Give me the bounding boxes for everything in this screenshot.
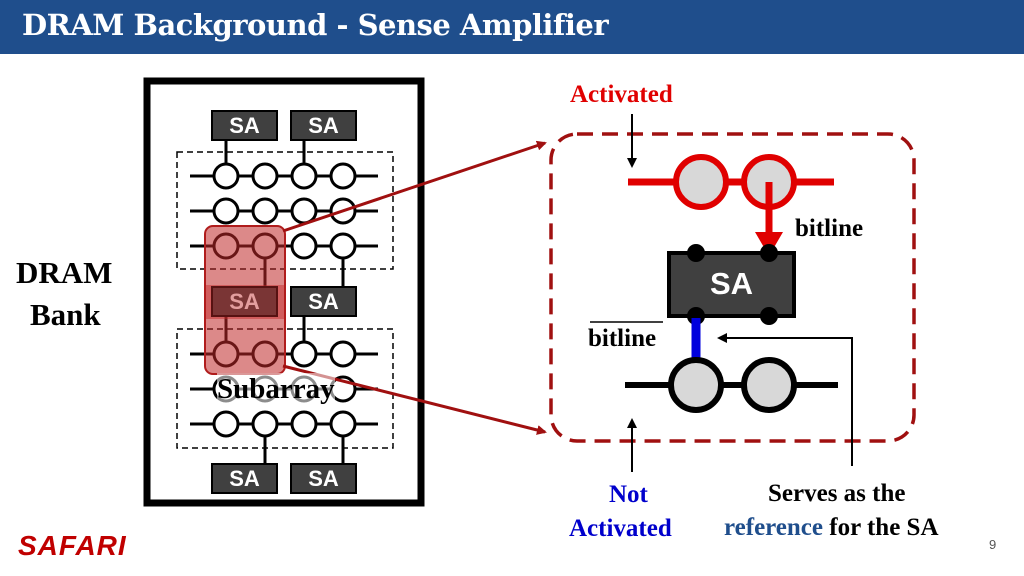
bank-label-line1: DRAM bbox=[16, 255, 113, 290]
title-bar: DRAM Background - Sense Amplifier bbox=[0, 0, 1024, 54]
sa-box: SA bbox=[211, 286, 278, 317]
reference-line2: reference for the SA bbox=[724, 514, 939, 542]
sa-box: SA bbox=[211, 463, 278, 494]
page-title: DRAM Background - Sense Amplifier bbox=[22, 8, 609, 42]
sa-box: SA bbox=[290, 463, 357, 494]
safari-logo: SAFARI bbox=[18, 530, 127, 561]
reference-pointer bbox=[717, 333, 853, 466]
not-activated-cell-1 bbox=[668, 357, 724, 413]
bank-label-line2: Bank bbox=[30, 297, 101, 332]
subarray-box-bottom bbox=[176, 328, 394, 449]
cell-row-6 bbox=[190, 410, 378, 438]
reference-word: reference bbox=[724, 514, 823, 541]
activated-label: Activated bbox=[570, 81, 673, 108]
reference-tail: for the SA bbox=[823, 514, 939, 541]
sa-box: SA bbox=[211, 110, 278, 141]
highlight-overlay bbox=[206, 285, 284, 319]
not-activated-cell-2 bbox=[741, 357, 797, 413]
cell-row-1 bbox=[190, 162, 378, 190]
reference-line1: Serves as the bbox=[768, 480, 906, 507]
page-number: 9 bbox=[989, 537, 997, 552]
sa-box: SA bbox=[290, 286, 357, 317]
bitline-bar-label: bitline bbox=[588, 325, 657, 352]
bank-box bbox=[143, 77, 425, 507]
subarray-label: Subarray bbox=[217, 373, 335, 406]
bitline-label: bitline bbox=[795, 215, 864, 242]
cell-row-2 bbox=[190, 197, 378, 225]
not-activated-line2: Activated bbox=[569, 515, 672, 542]
zoom-sa-label: SA bbox=[709, 266, 754, 301]
zoom-box bbox=[549, 132, 916, 443]
zoom-sa-box bbox=[667, 251, 796, 318]
sa-box: SA bbox=[290, 110, 357, 141]
not-activated-line1: Not bbox=[609, 481, 648, 508]
zoom-arrow-top bbox=[282, 140, 547, 233]
activated-cell-1 bbox=[673, 154, 729, 210]
